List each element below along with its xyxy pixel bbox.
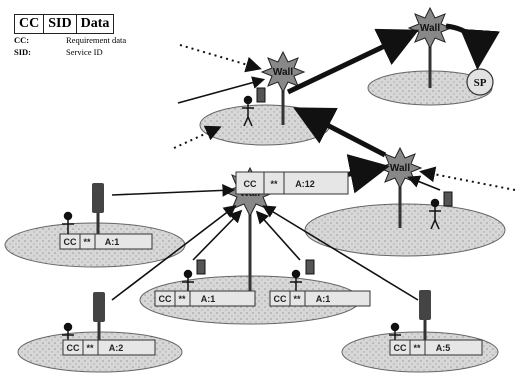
packet-mid-right-cc: CC <box>274 294 287 304</box>
packet-mid-left-data: A:1 <box>201 294 216 304</box>
packet-left-data: A:1 <box>105 237 120 247</box>
legend-row-sid: SID: Service ID <box>14 47 214 58</box>
legend-value-sid: Service ID <box>66 47 103 58</box>
packet-left: CC ** A:1 <box>60 234 152 249</box>
packet-bottom-right-sid: ** <box>413 343 421 353</box>
legend-cell-data: Data <box>77 14 115 34</box>
packet-bottom-left: CC ** A:2 <box>63 340 155 355</box>
legend-cell-cc: CC <box>14 14 44 34</box>
legend-value-cc: Requirement data <box>66 35 126 46</box>
service-provider-label: SP <box>474 77 487 89</box>
packet-bottom-left-cc: CC <box>67 343 80 353</box>
phone-icon-top-center <box>257 88 265 102</box>
packet-central-data: A:12 <box>295 179 315 189</box>
packet-central-cc: CC <box>244 179 257 189</box>
phone-icon-middle-right <box>444 192 452 206</box>
wall-node-top-right: Wall <box>409 8 451 48</box>
packet-bottom-right-data: A:5 <box>436 343 451 353</box>
phone-icon-center-right <box>306 260 314 274</box>
packet-mid-right-data: A:1 <box>316 294 331 304</box>
legend: CC SID Data CC: Requirement data SID: Se… <box>14 14 214 74</box>
packet-bottom-left-sid: ** <box>86 343 94 353</box>
island-middle-right <box>305 204 505 256</box>
legend-key-cc: CC: <box>14 35 66 46</box>
packet-central: CC ** A:12 <box>236 172 348 194</box>
wall-label-top-center: Wall <box>273 67 293 78</box>
packet-mid-left-sid: ** <box>178 294 186 304</box>
packet-bottom-left-data: A:2 <box>109 343 124 353</box>
phone-icon-center-left <box>197 260 205 274</box>
packet-mid-left-cc: CC <box>159 294 172 304</box>
packet-bottom-right-cc: CC <box>394 343 407 353</box>
packet-bottom-right: CC ** A:5 <box>390 340 482 355</box>
packet-central-sid: ** <box>270 179 278 189</box>
legend-key-sid: SID: <box>14 47 66 58</box>
wall-label-right: Wall <box>390 163 410 174</box>
legend-row-cc: CC: Requirement data <box>14 35 214 46</box>
packet-mid-right-sid: ** <box>293 294 301 304</box>
wall-label-top-right: Wall <box>420 23 440 34</box>
legend-packet-format: CC SID Data <box>14 14 214 34</box>
packet-left-sid: ** <box>83 237 91 247</box>
island-top-center <box>200 105 330 145</box>
packet-mid-right: CC ** A:1 <box>270 291 370 306</box>
packet-left-cc: CC <box>64 237 77 247</box>
legend-cell-sid: SID <box>44 14 76 34</box>
packet-mid-left: CC ** A:1 <box>155 291 255 306</box>
